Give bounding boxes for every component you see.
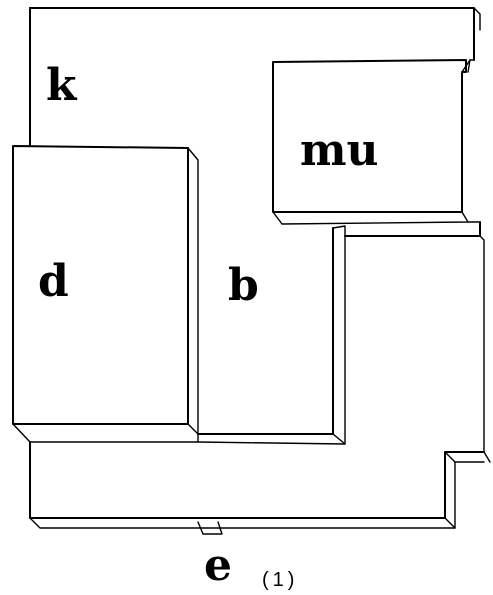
region-b [197,225,346,445]
region-right-block [344,221,485,453]
label-d: d [38,256,69,307]
label-e: e [204,540,232,591]
figure-caption: (1) [262,569,298,591]
label-mu: mu [300,125,379,176]
label-b: b [228,260,259,311]
label-k: k [46,60,78,111]
region-k [29,7,481,146]
region-e [29,441,491,535]
region-mu [272,59,471,225]
